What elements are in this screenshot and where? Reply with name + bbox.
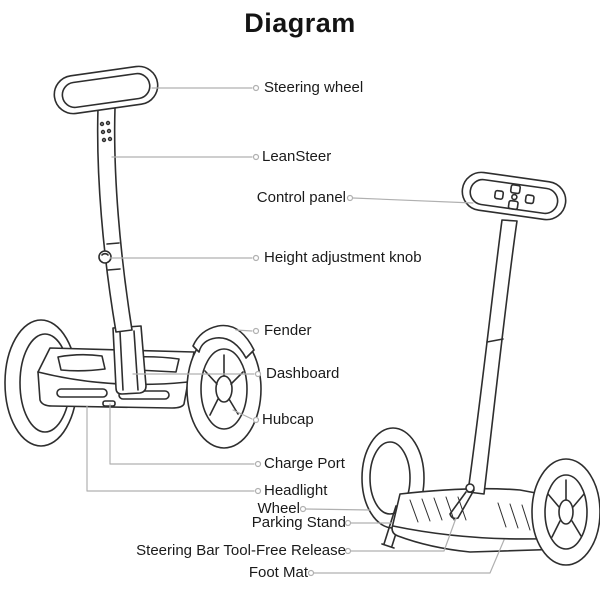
label-hubcap: Hubcap xyxy=(262,411,314,428)
leader-lines xyxy=(86,84,505,577)
left-scooter-base xyxy=(37,347,195,409)
control-panel-drawing xyxy=(493,184,535,211)
label-height-adjustment-knob: Height adjustment knob xyxy=(264,249,422,266)
leansteer-bar xyxy=(96,107,133,333)
left-scooter-right-wheel xyxy=(186,329,262,449)
leader-steering-bar-release xyxy=(344,517,457,555)
label-fender: Fender xyxy=(264,322,312,339)
height-adjustment-knob-drawing xyxy=(98,250,112,264)
leader-leansteer xyxy=(111,153,260,161)
leader-headlight xyxy=(86,405,262,495)
label-foot-mat: Foot Mat xyxy=(248,564,308,581)
label-wheel: Wheel xyxy=(257,500,300,517)
label-steering-bar-release: Steering Bar Tool-Free Release xyxy=(136,542,346,559)
label-headlight: Headlight xyxy=(264,482,328,499)
label-steering-wheel: Steering wheel xyxy=(264,79,364,96)
steering-bar-release-drawing xyxy=(449,483,475,520)
steering-wheel-drawing xyxy=(53,65,159,115)
foot-mat-drawing xyxy=(409,496,555,533)
page-title: Diagram xyxy=(244,8,356,38)
leader-control-panel xyxy=(346,194,474,204)
leader-height-adjustment-knob xyxy=(109,254,260,262)
leader-parking-stand xyxy=(344,519,393,527)
right-scooter-drawing xyxy=(361,171,600,566)
fender-drawing xyxy=(192,324,255,359)
leader-fender xyxy=(235,327,260,335)
headlight-slot-left xyxy=(56,388,108,398)
leader-charge-port xyxy=(109,403,262,468)
leader-dashboard xyxy=(132,370,262,378)
leader-wheel xyxy=(299,505,371,513)
label-parking-stand: Parking Stand xyxy=(251,514,346,531)
label-dashboard: Dashboard xyxy=(266,365,340,382)
left-scooter-drawing xyxy=(4,65,262,449)
control-panel-handlebar xyxy=(461,171,567,221)
right-scooter-near-wheel xyxy=(531,458,600,566)
label-charge-port: Charge Port xyxy=(264,455,345,472)
dashboard-column xyxy=(112,325,147,395)
leader-hubcap xyxy=(232,409,260,424)
leader-foot-mat xyxy=(307,539,505,577)
left-footpad xyxy=(57,353,106,372)
charge-port-drawing xyxy=(102,400,116,407)
right-scooter-steering-bar xyxy=(467,219,518,495)
leader-steering-wheel xyxy=(151,84,260,92)
label-control-panel: Control panel xyxy=(256,189,346,206)
label-leansteer: LeanSteer xyxy=(262,148,332,165)
